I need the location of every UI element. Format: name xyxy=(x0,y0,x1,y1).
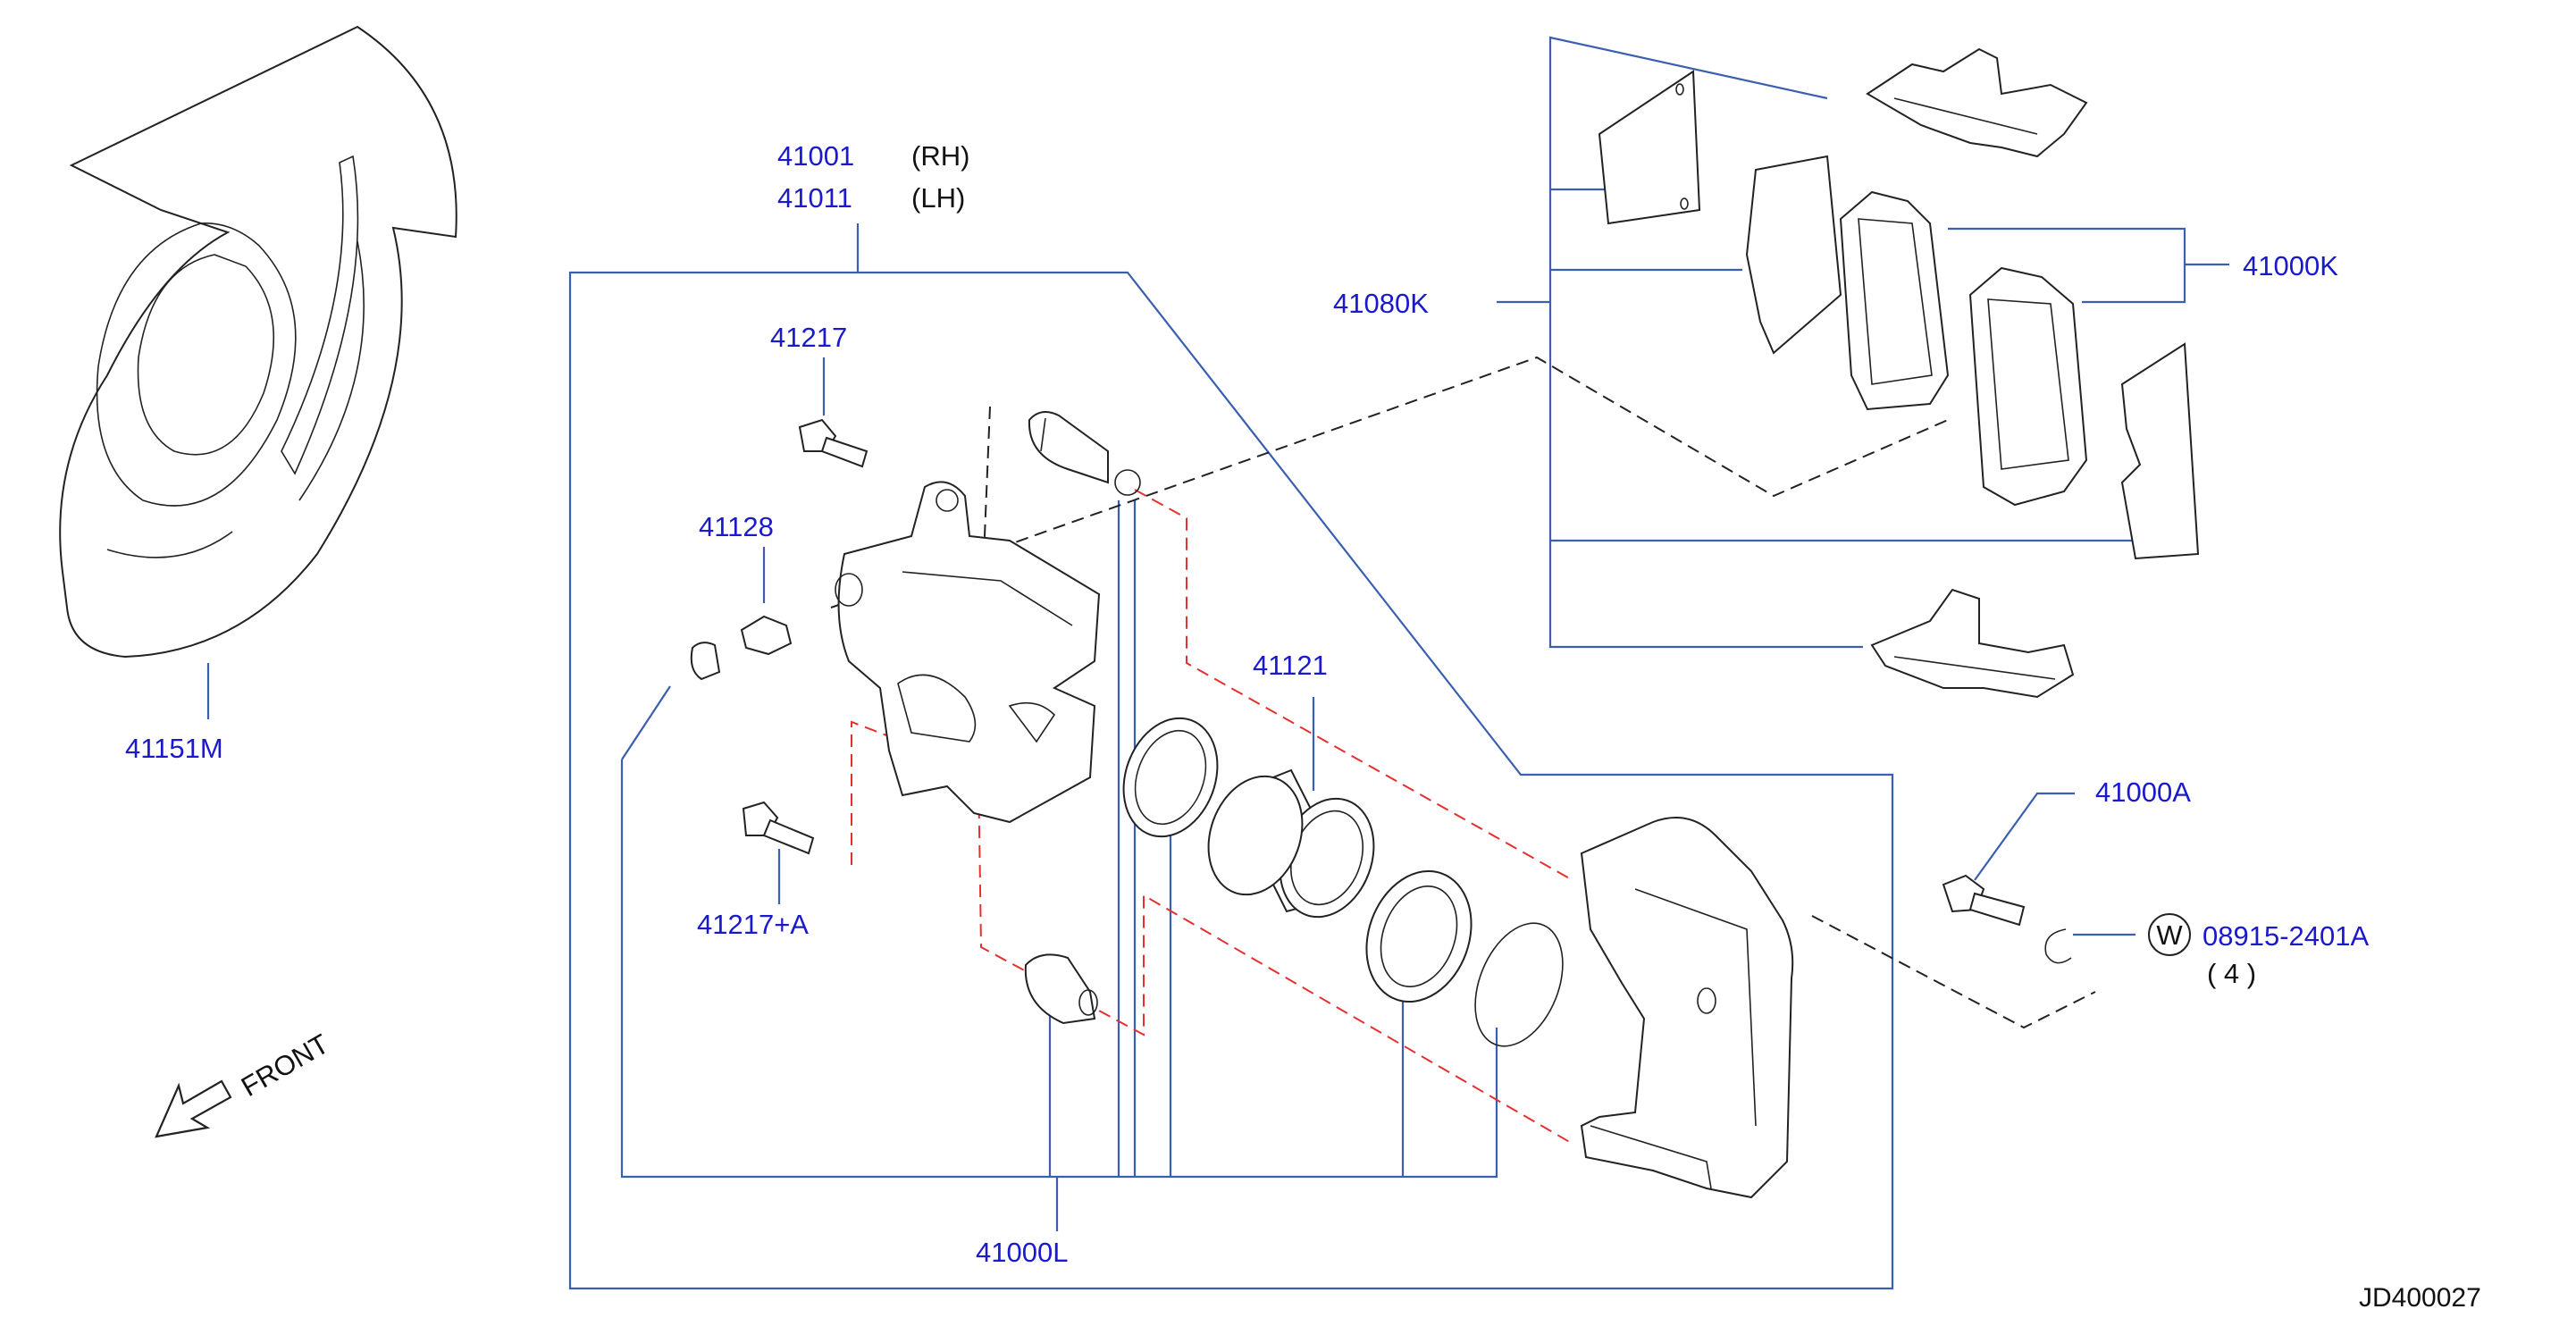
caliper-mount-hole xyxy=(936,489,959,512)
front-indicator: FRONT xyxy=(155,1028,334,1138)
pad-retainer-clip-bottom[interactable] xyxy=(1870,588,2075,699)
leader-lines xyxy=(206,36,2229,1290)
part-number-bleeder[interactable]: 41128 xyxy=(699,511,774,542)
part-number-piston[interactable]: 41121 xyxy=(1253,650,1328,681)
seal-kit-bracket-line xyxy=(621,685,671,760)
caliper-bracket[interactable] xyxy=(1580,817,1794,1199)
brake-pad-inner[interactable] xyxy=(1839,190,1950,411)
caliper-frame-line xyxy=(568,271,1894,1290)
dust-boot[interactable] xyxy=(1349,856,1489,1016)
washer-quantity: ( 4 ) xyxy=(2207,958,2256,989)
pad-shim-outer[interactable] xyxy=(1598,70,1701,225)
bolt-bottom[interactable] xyxy=(742,801,815,855)
dust-shield[interactable] xyxy=(59,25,457,659)
part-number-bolt-bottom[interactable]: 41217+A xyxy=(697,909,809,940)
retaining-ring[interactable] xyxy=(1458,911,1580,1059)
front-label: FRONT xyxy=(236,1028,334,1103)
part-number-washer[interactable]: 08915-2401A xyxy=(2203,920,2369,952)
pad-shim-inner[interactable] xyxy=(2120,342,2200,560)
pad-anti-rattle-clip[interactable] xyxy=(1745,155,1842,355)
part-number-dust-shield[interactable]: 41151M xyxy=(125,733,223,764)
hardware-frame-line xyxy=(1548,36,1863,649)
part-number-caliper-lh[interactable]: 41011 xyxy=(777,182,852,214)
labels: 41001 (RH) 41011 (LH) 41217 41128 41151M… xyxy=(125,140,2481,1313)
bracket-bolt[interactable] xyxy=(1942,874,2026,927)
bracket-bolt-leader xyxy=(1974,792,2075,881)
caliper-bleeder-port xyxy=(835,573,863,607)
part-number-bolt-top[interactable]: 41217 xyxy=(770,322,847,353)
caliper-body[interactable] xyxy=(835,481,1101,824)
diagram-code: JD400027 xyxy=(2359,1283,2481,1313)
front-arrow-icon xyxy=(155,1079,232,1138)
seal-kit-frame-line xyxy=(620,760,1498,1179)
part-number-pad-hardware[interactable]: 41080K xyxy=(1333,288,1429,319)
guide-line-red-2 xyxy=(851,720,1573,1145)
piston-seal[interactable] xyxy=(1108,705,1233,850)
piston[interactable] xyxy=(1193,763,1389,930)
bleeder-screw[interactable] xyxy=(690,615,793,681)
guide-line-pad xyxy=(830,356,1949,608)
part-number-caliper-rh[interactable]: 41001 xyxy=(777,140,854,172)
side-label-lh: (LH) xyxy=(911,182,965,214)
brake-pad-outer[interactable] xyxy=(1968,266,2088,507)
guide-line-bolt xyxy=(1811,915,2096,1029)
guide-pin-bottom[interactable] xyxy=(1024,953,1098,1025)
part-number-pad-kit[interactable]: 41000K xyxy=(2243,250,2338,281)
part-number-seal-kit[interactable]: 41000L xyxy=(976,1237,1068,1268)
guide-line-red-1 xyxy=(1134,489,1573,881)
part-number-bracket-bolt[interactable]: 41000A xyxy=(2095,776,2191,808)
pad-retainer-clip-top[interactable] xyxy=(1866,47,2088,158)
bolt-top[interactable] xyxy=(798,418,868,468)
washer-symbol-letter: W xyxy=(2156,919,2183,951)
washer-symbol: W xyxy=(2148,913,2191,956)
guide-pin-top[interactable] xyxy=(1028,411,1141,496)
lock-washer[interactable] xyxy=(2044,928,2072,964)
side-label-rh: (RH) xyxy=(911,140,969,172)
